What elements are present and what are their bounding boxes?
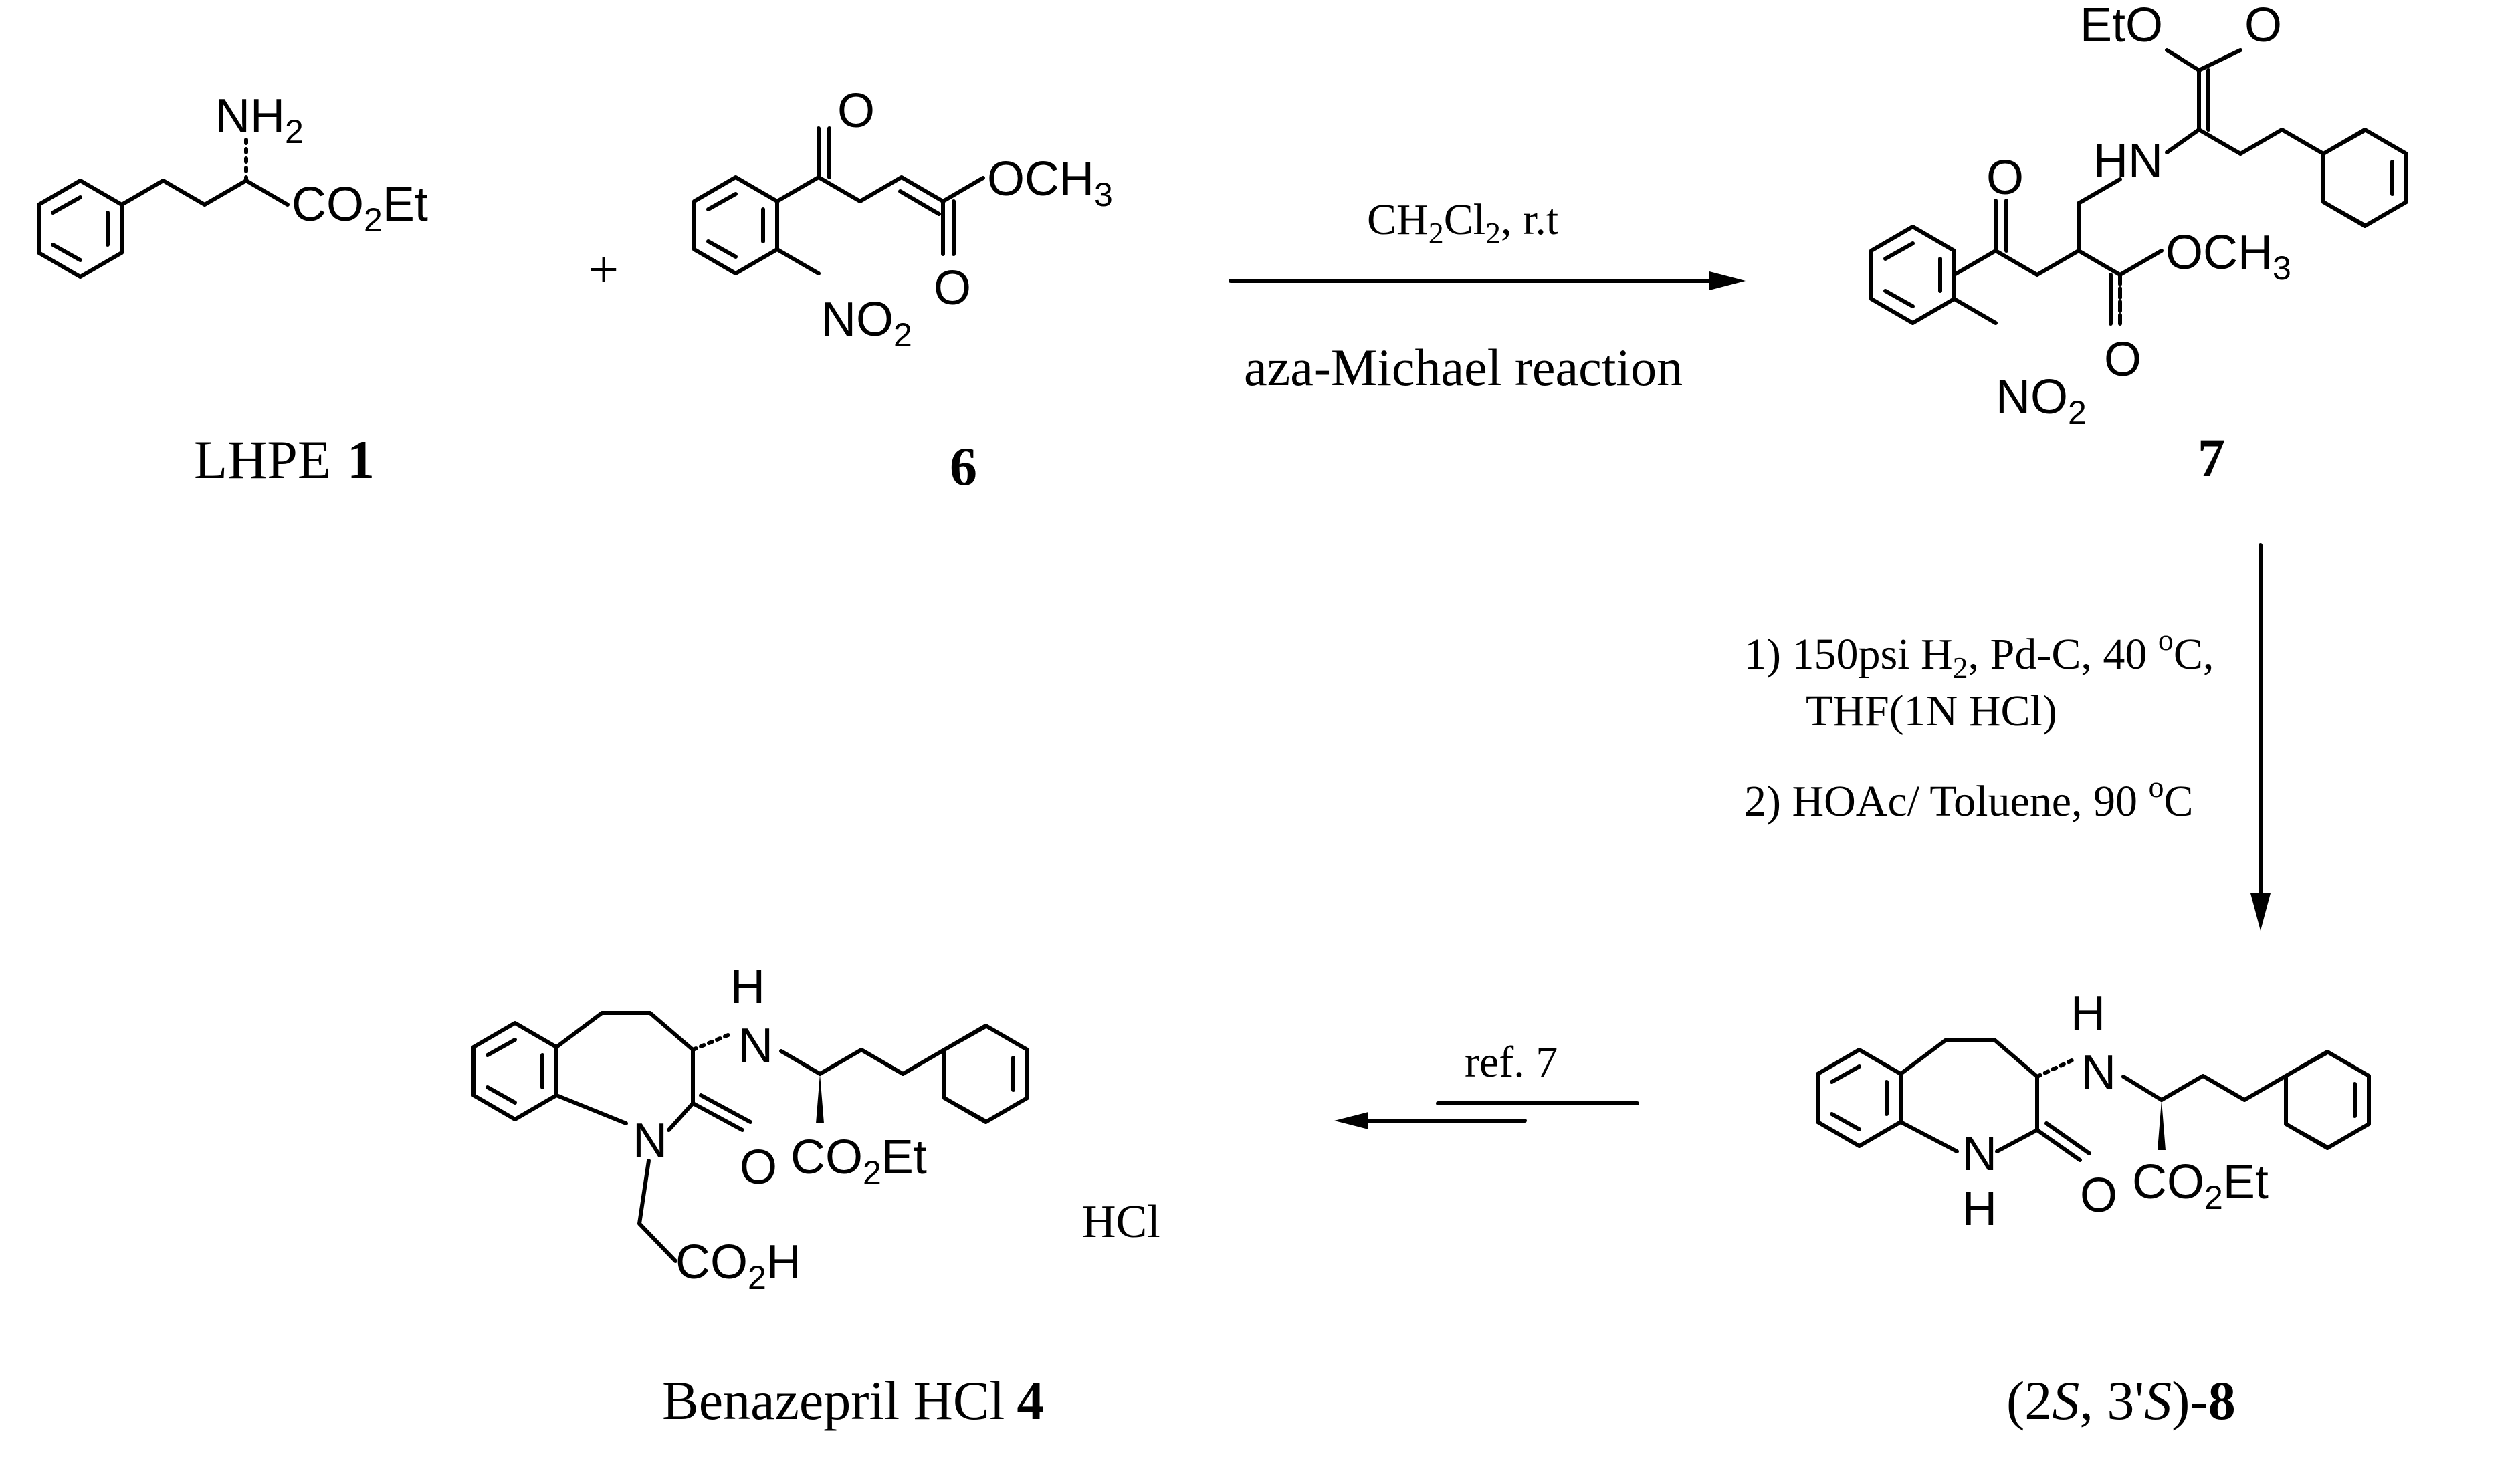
- step2-condition-line3: 2) HOAc/ Toluene, 90 oC: [1744, 770, 2194, 826]
- c6-nitro-label: NO2: [821, 293, 912, 354]
- c4-nh-n: N: [738, 1019, 773, 1073]
- c7-top-ester-oxygen: O: [2244, 0, 2282, 52]
- step2-arrow-head: [2250, 893, 2271, 931]
- c4-nh-h: H: [730, 960, 765, 1014]
- step1-reaction-name: aza-Michael reaction: [1244, 338, 1683, 397]
- c8-ring-n: N: [1962, 1127, 1997, 1181]
- compound-7-structure: EtO O HN O OCH3 O NO2: [1869, 0, 2408, 431]
- c8-lactam-oxygen: O: [2080, 1169, 2117, 1222]
- step2-condition-line1: 1) 150psi H2, Pd-C, 40 oC,: [1744, 623, 2214, 685]
- lhpe-ester-label: CO2Et: [292, 178, 428, 239]
- compound-4-structure: H N N O CO2Et CO2H: [471, 960, 1029, 1297]
- lhpe-amine-label: NH2: [215, 90, 304, 150]
- c7-ketone-oxygen: O: [1986, 151, 2024, 205]
- c4-ring-n: N: [633, 1114, 667, 1167]
- c8-nh-h: H: [2071, 987, 2105, 1040]
- c8-ester-label: CO2Et: [2132, 1155, 2269, 1216]
- c7-methoxy-label: OCH3: [2166, 226, 2291, 287]
- c8-nh-n: N: [2081, 1046, 2116, 1099]
- compound-6-caption: 6: [950, 436, 977, 497]
- c7-etO-label: EtO: [2080, 0, 2163, 52]
- c7-nitro-label: NO2: [1996, 370, 2087, 431]
- compound-lhpe-structure: NH2 CO2Et: [37, 90, 428, 279]
- compound-6-structure: O O OCH3 NO2: [692, 84, 1113, 354]
- step1-reagent-label: CH2Cl2, r.t: [1367, 195, 1558, 250]
- c6-methoxy-label: OCH3: [987, 152, 1113, 213]
- step1-arrow-head: [1709, 271, 1746, 290]
- compound-8-caption: (2S, 3'S)-8: [2006, 1370, 2236, 1431]
- c7-hn-label: HN: [2093, 134, 2163, 188]
- c6-ester-oxygen: O: [934, 261, 971, 315]
- step2-condition-line2: THF(1N HCl): [1806, 687, 2057, 736]
- c4-salt-label: HCl: [1082, 1196, 1160, 1248]
- step3-arrow-head: [1334, 1112, 1368, 1129]
- compound-7-caption: 7: [2198, 427, 2225, 488]
- plus-sign: +: [589, 241, 619, 300]
- compound-8-structure: H N N H O CO2Et: [1816, 987, 2371, 1236]
- c4-acid-label: CO2H: [675, 1236, 801, 1297]
- c7-ester-oxygen: O: [2104, 333, 2141, 386]
- c4-lactam-oxygen: O: [740, 1141, 777, 1194]
- c8-ring-h: H: [1962, 1182, 1997, 1236]
- c6-ketone-oxygen: O: [837, 84, 875, 138]
- c4-ester-label: CO2Et: [791, 1131, 927, 1192]
- step3-label: ref. 7: [1465, 1038, 1558, 1087]
